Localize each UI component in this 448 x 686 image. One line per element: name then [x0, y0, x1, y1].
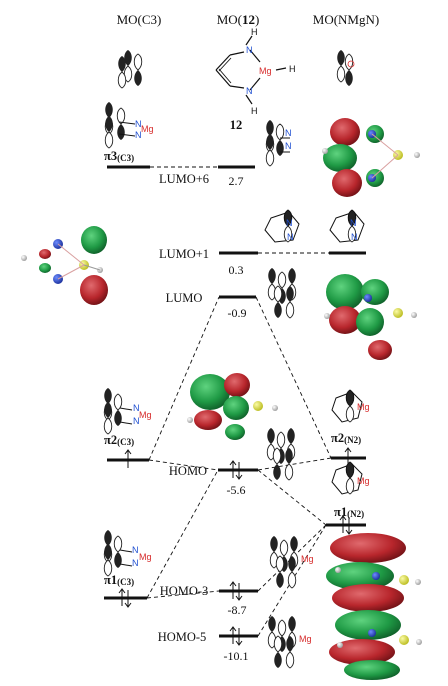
homo3-orbital-render — [326, 533, 421, 612]
pi3-n-top: N — [135, 119, 142, 129]
homo3-orbital-icon — [269, 535, 299, 589]
lumo6-left-orbital-icon — [265, 119, 290, 167]
header-mo-12: MO(12) — [217, 12, 260, 27]
pi2-c3-orbital-structure — [103, 387, 133, 435]
homo5-orbital-render — [329, 610, 422, 680]
homo3-electron-up — [229, 581, 237, 599]
lumo1-ring-icon — [264, 209, 300, 243]
homo5-mg: Mg — [299, 634, 312, 644]
nmgn-ring-n-top: N — [350, 218, 357, 228]
pi1-n-top: N — [132, 545, 139, 555]
pi1-mg: Mg — [139, 552, 152, 562]
homo3-electron-down — [235, 583, 243, 601]
lumo-orbital-icon — [267, 267, 297, 319]
homo5-electron-up — [229, 626, 237, 644]
pi2-mg: Mg — [139, 410, 152, 420]
homo-orbital-icon — [266, 427, 296, 481]
pi1-c3-electron-up — [118, 588, 126, 606]
pi1-c3-label: π1(C3) — [104, 573, 134, 587]
pi2-c3-orbital-render — [187, 373, 278, 440]
pi2-c3-electron — [124, 449, 132, 468]
label-homo-minus-5: HOMO-5 — [158, 630, 207, 644]
energy-homo-minus-5: -10.1 — [224, 649, 249, 663]
energy-homo-minus-3: -8.7 — [228, 603, 247, 617]
lumo1-ring-n-top: N — [286, 218, 293, 228]
pi1-n2-mg: Mg — [357, 476, 370, 486]
lumo1-ring-n-bottom: N — [287, 232, 294, 242]
energy-lumo: -0.9 — [228, 306, 247, 320]
nmgn-orbital-icon-top — [336, 49, 355, 87]
homo-electron-down — [235, 462, 243, 480]
pi1-c3-electron-down — [124, 590, 132, 608]
pi2-n2-mg: Mg — [357, 402, 370, 412]
molecule-12-h-bottom: H — [251, 106, 258, 116]
molecule-12-mg: Mg — [259, 66, 272, 76]
lumo6-n-bottom: N — [285, 141, 292, 151]
label-lumo-plus-6: LUMO+6 — [159, 172, 209, 186]
homo5-orbital-icon — [267, 615, 297, 669]
homo5-electron-down — [235, 628, 243, 646]
pi3-n-bottom: N — [135, 130, 142, 140]
label-lumo: LUMO — [166, 291, 203, 305]
pi1-c3-orbital-structure — [103, 529, 133, 577]
pi1-n2-electron-up — [339, 515, 347, 533]
pi1-n2-electron-down — [345, 517, 353, 535]
pi1-n2-label: π1(N2) — [334, 505, 364, 519]
molecule-12-structure — [215, 35, 287, 105]
molecule-12-label: 12 — [230, 118, 243, 132]
energy-lumo-plus-6: 2.7 — [229, 174, 244, 188]
header-mo-nmgn: MO(NMgN) — [313, 12, 379, 27]
pi3-c3-orbital-structure — [104, 101, 136, 149]
energy-homo: -5.6 — [227, 483, 246, 497]
nmgn-ring-n-bottom: N — [351, 232, 358, 242]
pi2-n-bottom: N — [133, 416, 140, 426]
energy-lumo-plus-1: 0.3 — [229, 263, 244, 277]
pi2-n2-ring-icon — [331, 389, 363, 423]
lumo6-n-top: N — [285, 128, 292, 138]
nmgn-sigma-ring-icon — [329, 209, 365, 243]
pi2-c3-label: π2(C3) — [104, 433, 134, 447]
c3-orbital-icon-top — [117, 49, 143, 89]
lumo1-orbital-render — [21, 226, 108, 305]
lumo-orbital-render — [324, 274, 417, 360]
lumo6-orbital-render — [322, 118, 420, 197]
pi1-n2-ring-icon — [331, 461, 363, 495]
homo3-mg: Mg — [301, 554, 314, 564]
molecule-12-n-bottom: N — [246, 86, 253, 96]
molecule-12-n-top: N — [246, 45, 253, 55]
molecule-12-h-right: H — [289, 64, 296, 74]
header-mo-c3: MO(C3) — [117, 12, 162, 27]
pi3-mg: Mg — [141, 124, 154, 134]
pi2-n2-label: π2(N2) — [331, 431, 361, 445]
pi2-n-top: N — [133, 403, 140, 413]
label-homo-minus-3: HOMO-3 — [160, 584, 209, 598]
homo-electron-up — [229, 460, 237, 478]
label-homo: HOMO — [169, 464, 207, 478]
pi1-n-bottom: N — [132, 558, 139, 568]
molecule-12-h-top: H — [251, 27, 258, 37]
label-lumo-plus-1: LUMO+1 — [159, 247, 209, 261]
pi3-c3-label: π3(C3) — [104, 149, 134, 163]
